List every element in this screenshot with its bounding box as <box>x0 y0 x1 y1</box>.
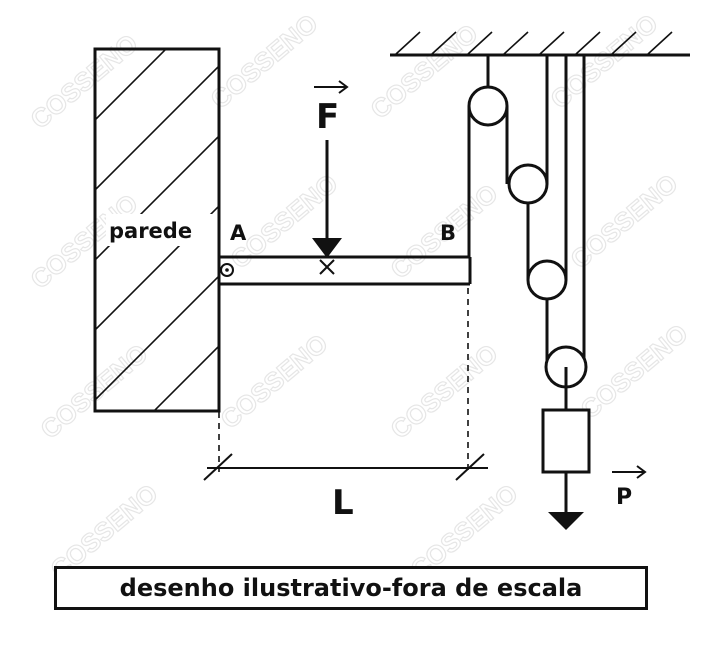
watermark-text: COSSENO <box>385 338 504 445</box>
beam: A B <box>219 221 472 286</box>
arrowhead-down-icon <box>312 238 342 258</box>
length-dimension: L <box>203 288 488 523</box>
pulley-2-icon <box>507 163 549 205</box>
force-arrow: F <box>312 80 349 275</box>
watermark-text: COSSENO <box>25 28 144 135</box>
hinge-icon <box>220 263 234 277</box>
hanging-block: P <box>541 408 647 530</box>
wall-label: parede <box>109 219 192 243</box>
wall-outline <box>93 47 221 413</box>
watermark-text: COSSENO <box>215 328 334 435</box>
watermark-text: COSSENO <box>575 318 694 425</box>
wall: parede <box>93 47 221 413</box>
watermark-text: COSSENO <box>565 168 684 275</box>
wall-label-bg <box>106 214 212 246</box>
force-label: F <box>316 97 339 137</box>
point-b-label: B <box>440 221 456 245</box>
ceiling <box>390 31 690 57</box>
point-a-label: A <box>230 221 247 245</box>
length-label: L <box>332 483 354 523</box>
pulley-system <box>467 55 588 410</box>
watermark-text: COSSENO <box>365 18 484 125</box>
caption-box: desenho ilustrativo-fora de escala <box>54 566 648 610</box>
watermark-text: COSSENO <box>545 8 664 115</box>
pulley-3-icon <box>526 259 568 301</box>
arrowhead-down-icon <box>548 512 584 530</box>
caption-text: desenho ilustrativo-fora de escala <box>119 574 583 602</box>
watermark-text: COSSENO <box>205 8 324 115</box>
pulley-1-icon <box>467 85 509 127</box>
watermark-layer: COSSENO COSSENO COSSENO COSSENO COSSENO … <box>24 7 694 585</box>
weight-label: P <box>616 485 632 510</box>
